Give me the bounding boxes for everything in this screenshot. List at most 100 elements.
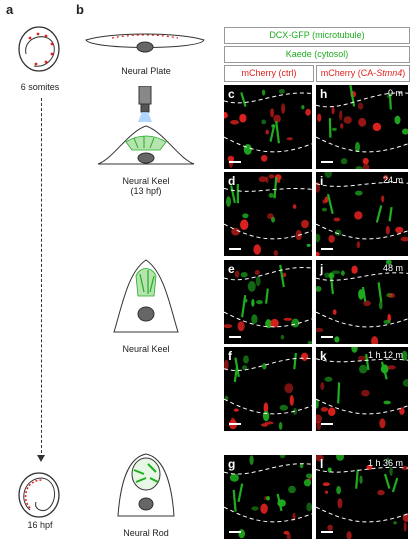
label-b: b bbox=[76, 2, 84, 17]
cell-mark bbox=[229, 473, 239, 482]
cell-mark bbox=[301, 219, 309, 229]
scale-bar bbox=[229, 531, 241, 533]
cell-mark bbox=[265, 129, 269, 135]
cell-mark bbox=[273, 114, 281, 123]
tissue-boundary-bottom bbox=[316, 223, 408, 240]
cell-mark bbox=[355, 166, 363, 169]
scale-bar bbox=[229, 248, 241, 250]
cell-process bbox=[273, 177, 278, 199]
cell-process bbox=[388, 206, 393, 222]
cell-mark bbox=[336, 486, 341, 495]
panel-letter: i bbox=[320, 174, 324, 188]
cell-mark bbox=[334, 336, 340, 343]
cell-mark bbox=[328, 235, 335, 243]
cell-mark bbox=[400, 236, 408, 242]
cell-process bbox=[241, 295, 247, 318]
cell-process bbox=[275, 120, 280, 144]
cell-process bbox=[391, 477, 399, 493]
cell-mark bbox=[362, 157, 369, 165]
cell-mark bbox=[324, 172, 332, 179]
cell-mark bbox=[361, 389, 370, 397]
cell-mark bbox=[262, 410, 270, 422]
cell-mark bbox=[273, 250, 279, 256]
micrograph-panel-g: g bbox=[224, 455, 312, 539]
cell-mark bbox=[363, 300, 371, 307]
cell-mark bbox=[403, 522, 407, 532]
cell-mark bbox=[359, 364, 368, 374]
panel-timestamp: 0 m bbox=[387, 88, 403, 98]
cell-mark bbox=[260, 154, 268, 162]
scale-bar bbox=[229, 336, 241, 338]
header-ca-prefix: mCherry (CA- bbox=[320, 68, 377, 78]
tissue-boundary-bottom bbox=[316, 506, 408, 523]
micrograph-panel-f: f bbox=[224, 347, 312, 431]
cell-mark bbox=[395, 226, 404, 234]
cell-mark bbox=[337, 498, 343, 509]
cell-mark bbox=[317, 113, 322, 122]
cell-mark bbox=[331, 270, 341, 274]
micrograph-image bbox=[316, 260, 408, 344]
header-kaede: Kaede (cytosol) bbox=[224, 46, 410, 63]
panel-letter: d bbox=[228, 174, 236, 188]
neural-keel-diagram bbox=[113, 259, 179, 333]
cell-mark bbox=[402, 128, 408, 135]
cell-mark bbox=[243, 144, 252, 155]
cell-mark bbox=[324, 272, 330, 278]
cell-mark bbox=[224, 111, 228, 119]
label-a: a bbox=[6, 2, 14, 17]
cell-mark bbox=[357, 355, 367, 361]
tissue-boundary-bottom bbox=[224, 136, 312, 153]
cell-process bbox=[355, 469, 359, 489]
cell-mark bbox=[359, 475, 363, 484]
panel-letter: g bbox=[228, 457, 236, 471]
cell-mark bbox=[282, 272, 287, 277]
panel-letter: k bbox=[320, 349, 327, 363]
cell-mark bbox=[224, 324, 233, 329]
cell-mark bbox=[289, 395, 294, 406]
cell-mark bbox=[306, 502, 312, 512]
cell-mark bbox=[379, 418, 386, 429]
cell-process bbox=[232, 489, 237, 512]
cell-mark bbox=[327, 524, 333, 531]
stage-a-bottom: 16 hpf bbox=[27, 520, 53, 530]
panel-timestamp: 1 h 12 m bbox=[367, 350, 403, 360]
embryo-16-hpf bbox=[18, 472, 60, 518]
cell-mark bbox=[372, 122, 382, 132]
cell-mark bbox=[355, 190, 363, 196]
cell-mark bbox=[316, 455, 324, 462]
cell-process bbox=[349, 85, 356, 107]
cell-process bbox=[276, 493, 283, 512]
cell-mark bbox=[327, 407, 336, 416]
header-mcherry-ctrl: mCherry (ctrl) bbox=[224, 65, 314, 82]
cell-mark bbox=[288, 485, 296, 494]
cell-mark bbox=[393, 521, 397, 525]
tissue-boundary-top bbox=[316, 92, 408, 108]
micrograph-image bbox=[316, 172, 408, 256]
cell-process bbox=[328, 118, 332, 138]
cell-mark bbox=[399, 407, 405, 415]
cell-mark bbox=[340, 123, 344, 129]
cell-mark bbox=[332, 309, 337, 315]
cell-mark bbox=[341, 270, 345, 276]
cell-mark bbox=[383, 400, 391, 405]
cell-mark bbox=[362, 163, 370, 169]
cell-mark bbox=[385, 260, 392, 265]
micrograph-panel-c: c bbox=[224, 85, 312, 169]
cell-mark bbox=[240, 219, 249, 230]
cell-mark bbox=[286, 137, 293, 141]
cell-process bbox=[326, 193, 334, 215]
scale-bar bbox=[229, 423, 241, 425]
cell-process bbox=[361, 286, 367, 302]
cell-mark bbox=[299, 463, 304, 469]
cell-mark bbox=[242, 213, 249, 219]
cell-mark bbox=[379, 300, 383, 310]
time-arrow bbox=[41, 98, 42, 458]
tissue-boundary-top bbox=[224, 187, 312, 192]
cell-mark bbox=[377, 489, 385, 496]
cell-mark bbox=[283, 317, 293, 321]
cell-mark bbox=[320, 407, 329, 412]
cell-mark bbox=[343, 116, 352, 124]
cell-mark bbox=[316, 251, 320, 256]
cell-mark bbox=[230, 120, 239, 125]
